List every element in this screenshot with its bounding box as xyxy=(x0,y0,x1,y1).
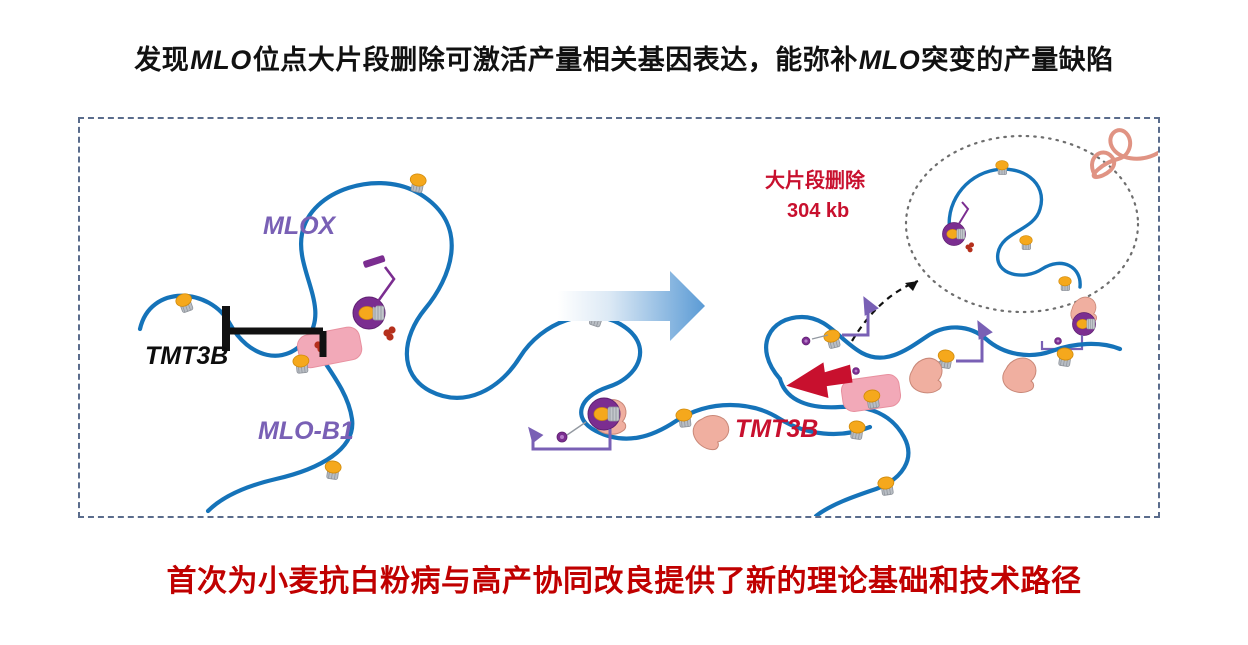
transcript-cluster-icon xyxy=(965,242,975,253)
dna-fiber-left-lower xyxy=(579,321,873,441)
activation-arrow-right-1 xyxy=(842,307,870,337)
nucleosome-mlob1 xyxy=(587,397,621,431)
excised-fragment-outline xyxy=(904,134,1140,314)
excision-arrow xyxy=(851,279,919,342)
histone-mark-icon xyxy=(323,459,343,481)
dna-fiber-left-tail xyxy=(205,334,355,514)
promoter-bracket-mlox xyxy=(372,266,396,308)
histone-mark-icon xyxy=(876,475,896,497)
label-tmt3b-right: TMT3B xyxy=(735,415,818,443)
protein-blob-icon xyxy=(998,354,1041,397)
nucleosome-mlob1-excised xyxy=(1072,312,1096,336)
dna-fiber-excised xyxy=(947,167,1082,289)
histone-mark-icon xyxy=(674,407,694,429)
label-mlox: MLOX xyxy=(263,212,337,240)
histone-mark-icon xyxy=(1058,276,1072,291)
dna-fiber-left-upper xyxy=(137,181,623,400)
activation-arrowhead-mlob1 xyxy=(528,426,544,444)
methyl-ball-icon xyxy=(1054,337,1062,345)
nucleosome-mlox xyxy=(352,296,386,330)
methyl-ball-icon xyxy=(556,431,568,443)
label-deletion-cn: 大片段删除 xyxy=(765,168,866,192)
label-deletion-size: 304 kb xyxy=(787,200,849,222)
excision-arrowhead xyxy=(905,281,918,291)
histone-mark-icon xyxy=(291,353,311,375)
histone-mark-icon xyxy=(822,327,843,351)
page-title: 发现MLO位点大片段删除可激活产量相关基因表达，能弥补MLO突变的产量缺陷 xyxy=(0,38,1248,77)
dna-fiber-right-bottom xyxy=(777,376,911,516)
transition-arrow-shape xyxy=(558,271,705,341)
right-panel-group: 大片段删除 304 kb xyxy=(735,128,1158,516)
left-panel-group: MLOX TMT3B xyxy=(137,172,873,514)
activation-arrow-right-2 xyxy=(956,331,984,363)
label-mlob1: MLO-B1 xyxy=(258,417,354,445)
histone-mark-icon xyxy=(1019,235,1033,250)
methyl-stalk xyxy=(566,421,587,436)
activation-arrowhead-right-2 xyxy=(977,320,993,340)
methyl-ball-icon xyxy=(801,336,811,346)
page-title-part2: 位点大片段删除可激活产量相关基因表达，能弥补 xyxy=(252,45,858,75)
page-title-gene-mlo-1: MLO xyxy=(190,45,252,75)
page-title-part1: 发现 xyxy=(134,45,190,75)
histone-mark-icon xyxy=(995,160,1009,175)
degraded-fragment-squiggle xyxy=(1090,128,1158,180)
histone-mark-icon xyxy=(847,419,867,441)
promoter-bar-mlox xyxy=(363,255,386,268)
transcript-cluster-icon xyxy=(383,326,396,341)
methyl-stalk xyxy=(811,334,829,340)
page-title-part3: 突变的产量缺陷 xyxy=(921,45,1114,75)
nucleosome-mlox-excised xyxy=(942,222,966,246)
methyl-ball-icon xyxy=(852,367,860,375)
chromatin-diagram: MLOX TMT3B xyxy=(137,128,1158,516)
figure-panel: MLOX TMT3B xyxy=(78,117,1160,518)
page-title-gene-mlo-2: MLO xyxy=(858,45,921,75)
transition-arrow xyxy=(558,271,705,341)
activation-arrowhead-right-1 xyxy=(863,296,879,316)
promoter-bracket-excised xyxy=(956,201,970,228)
derepression-arrow-red xyxy=(786,362,853,398)
label-tmt3b-left: TMT3B xyxy=(145,342,228,370)
protein-blob-icon xyxy=(688,409,733,454)
histone-mark-icon xyxy=(1055,346,1075,368)
conclusion-text: 首次为小麦抗白粉病与高产协同改良提供了新的理论基础和技术路径 xyxy=(166,565,1082,598)
dna-fiber-right-top xyxy=(764,314,1123,382)
